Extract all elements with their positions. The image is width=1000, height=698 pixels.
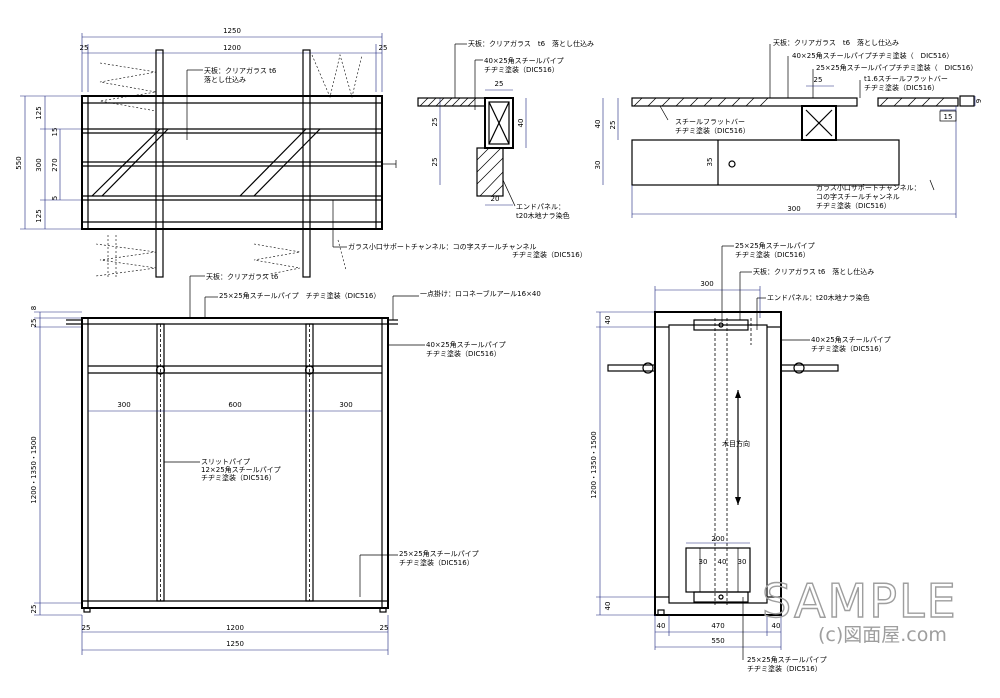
detail-a-dim-25b: 25	[431, 158, 439, 167]
detail-a-pipe-label-2: チヂミ塗装（DIC516）	[484, 65, 559, 74]
front-pipe40-label-1: 40×25角スチールパイプ	[426, 340, 506, 349]
detail-b-pipe25-label: 25×25角スチールパイプチヂミ塗装（ DIC516）	[816, 63, 977, 72]
side-dim-550: 550	[711, 637, 724, 645]
plan-dim-1250: 1250	[223, 27, 241, 35]
detail-b-top-label: 天板：クリアガラス t6 落とし仕込み	[773, 38, 899, 47]
plan-view: 1250 25 1200 25 550 125 300 125 270 15 5	[15, 27, 587, 278]
front-dim-25-left: 25	[82, 624, 91, 632]
detail-a-dim-20: 20	[491, 195, 500, 203]
detail-b-channel-label-2: コの字スチールチャンネル	[816, 192, 900, 201]
plan-channel-label: ガラス小口サポートチャンネル：コの字スチールチャンネル	[348, 242, 536, 251]
front-top-pipe-label: 25×25角スチールパイプ チヂミ塗装（DIC516）	[219, 291, 380, 300]
detail-b-dim-15: 15	[944, 113, 953, 121]
front-hook-label: 一点掛け：ロコネーブルアール16×40	[420, 289, 541, 298]
detail-a: 天板：クリアガラス t6 落とし仕込み 40×25角スチールパイプ チヂミ塗装（…	[417, 39, 594, 220]
watermark-sub: (c)図面屋.com	[818, 624, 947, 646]
side-dim-40: 40	[718, 558, 727, 566]
detail-b-pipe40-label: 40×25角スチールパイプチヂミ塗装（ DIC516）	[792, 51, 953, 60]
front-dim-1200: 1200	[226, 624, 244, 632]
plan-dim-25-left: 25	[80, 44, 89, 52]
front-slit-label-2: 12×25角スチールパイプ	[201, 465, 281, 474]
detail-a-dim-25: 25	[495, 80, 504, 88]
plan-dim-15: 15	[51, 128, 59, 137]
front-dim-25-right: 25	[380, 624, 389, 632]
detail-b-dim-25v: 25	[609, 121, 617, 130]
front-pipe25-label-2: チヂミ塗装（DIC516）	[399, 558, 474, 567]
front-slit-label-3: チヂミ塗装（DIC516）	[201, 473, 276, 482]
side-dim-40-left: 40	[657, 622, 666, 630]
front-dim-height: 1200・1350・1500	[30, 436, 38, 503]
side-dim-40-top: 40	[604, 316, 612, 325]
side-dim-40-right: 40	[772, 622, 781, 630]
side-pipe40-label-1: 40×25角スチールパイプ	[811, 335, 891, 344]
front-dim-25-bot: 25	[30, 605, 38, 614]
detail-b-dim-40: 40	[594, 120, 602, 129]
side-pipe25-bot-label-2: チヂミ塗装（DIC516）	[747, 664, 822, 673]
detail-a-panel-label-2: t20木地ナラ染色	[516, 211, 570, 220]
side-dim-height: 1200・1350・1500	[590, 431, 598, 498]
side-dim-300: 300	[700, 280, 713, 288]
side-pipe25-bot-label-1: 25×25角スチールパイプ	[747, 655, 827, 664]
front-dim-300-left: 300	[117, 401, 130, 409]
plan-glass-label-2: 落とし仕込み	[204, 75, 246, 84]
detail-b: 天板：クリアガラス t6 落とし仕込み 40×25角スチールパイプチヂミ塗装（ …	[594, 38, 983, 218]
detail-b-dim-25: 25	[814, 76, 823, 84]
plan-channel-finish: チヂミ塗装（DIC516）	[512, 250, 587, 259]
detail-b-flat-label-1: t1.6スチールフラットバー	[864, 75, 948, 83]
detail-b-flatbar-label-1: スチールフラットバー	[675, 118, 745, 126]
plan-dim-5: 5	[51, 196, 59, 200]
front-dim-300-right: 300	[339, 401, 352, 409]
side-glass-label: 天板：クリアガラス t6 落とし仕込み	[753, 267, 874, 276]
detail-a-pipe-label-1: 40×25角スチールパイプ	[484, 56, 564, 65]
front-dim-25-top: 25	[30, 319, 38, 328]
side-dim-40-bot: 40	[604, 602, 612, 611]
front-dim-600: 600	[228, 401, 241, 409]
sample-watermark: SAMPLE (c)図面屋.com	[761, 573, 958, 646]
watermark-main: SAMPLE	[762, 574, 958, 628]
detail-b-flat-label-2: チヂミ塗装（DIC516）	[864, 83, 939, 92]
side-view: 25×25角スチールパイプ チヂミ塗装（DIC516） 天板：クリアガラス t6…	[590, 241, 891, 673]
detail-a-panel-label-1: エンドパネル：	[516, 203, 565, 211]
detail-b-dim-300: 300	[787, 205, 800, 213]
detail-b-flatbar-label-2: チヂミ塗装（DIC516）	[675, 126, 750, 135]
detail-b-dim-30: 30	[594, 161, 602, 170]
detail-b-channel-label-3: チヂミ塗装（DIC516）	[816, 201, 891, 210]
plan-dim-300: 300	[35, 158, 43, 171]
front-slit-label-1: スリットパイプ	[201, 458, 250, 466]
side-pipe25-top-label-2: チヂミ塗装（DIC516）	[735, 250, 810, 259]
plan-dim-125-bot: 125	[35, 209, 43, 222]
plan-dim-270: 270	[51, 158, 59, 171]
front-dim-1250: 1250	[226, 640, 244, 648]
side-dim-470: 470	[711, 622, 724, 630]
plan-dim-125-top: 125	[35, 106, 43, 119]
detail-a-dim-25a: 25	[431, 118, 439, 127]
side-dim-30a: 30	[699, 558, 708, 566]
side-pipe25-top-label-1: 25×25角スチールパイプ	[735, 241, 815, 250]
front-top-glass-label: 天板：クリアガラス t6	[206, 272, 279, 281]
front-dim-8: 8	[30, 306, 38, 310]
side-grain-label: 木目方向	[722, 439, 750, 448]
detail-a-top-label: 天板：クリアガラス t6 落とし仕込み	[468, 39, 594, 48]
side-dim-200: 200	[711, 535, 724, 543]
detail-b-dim-35: 35	[706, 158, 714, 167]
front-pipe40-label-2: チヂミ塗装（DIC516）	[426, 349, 501, 358]
front-view: 天板：クリアガラス t6 25×25角スチールパイプ チヂミ塗装（DIC516）…	[30, 272, 541, 655]
detail-b-channel-label-1: ガラス小口サポートチャンネル：	[816, 183, 921, 192]
side-dim-30b: 30	[738, 558, 747, 566]
side-pipe40-label-2: チヂミ塗装（DIC516）	[811, 344, 886, 353]
detail-b-dim-9: 9	[975, 99, 983, 103]
plan-dim-550: 550	[15, 156, 23, 169]
detail-a-dim-40: 40	[517, 119, 525, 128]
front-pipe25-label-1: 25×25角スチールパイプ	[399, 549, 479, 558]
plan-dim-1200: 1200	[223, 44, 241, 52]
plan-dim-25-right: 25	[379, 44, 388, 52]
plan-glass-label-1: 天板：クリアガラス t6	[204, 66, 277, 75]
side-end-panel-label: エンドパネル：t20木地ナラ染色	[767, 293, 870, 302]
